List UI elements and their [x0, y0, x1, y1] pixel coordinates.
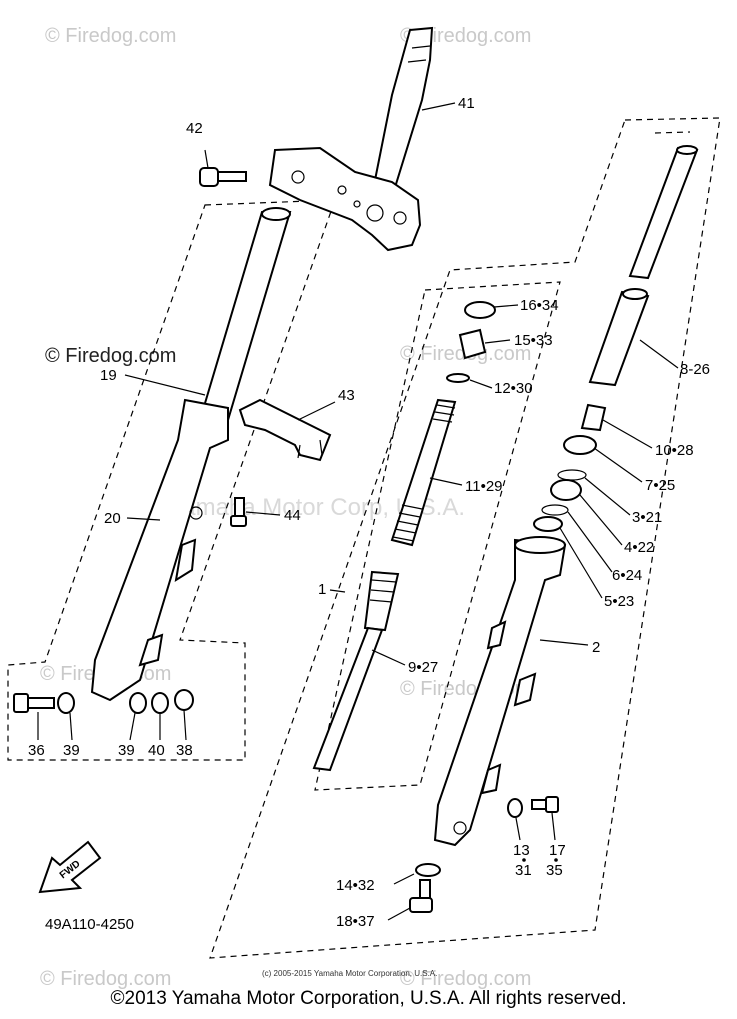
right-fork-boundary: [209, 117, 721, 959]
fork-spring-11-part: [390, 398, 457, 547]
axle-bolt-36-part: [13, 693, 55, 713]
callout-10-28: 10•28: [655, 442, 694, 459]
callout-6-24: 6•24: [612, 567, 642, 584]
fwd-arrow-icon: FWD: [38, 840, 102, 894]
steering-stem-part: [268, 26, 434, 252]
damper-rod-9-part: [312, 570, 400, 772]
callout-13: 13: [513, 842, 530, 859]
watermark-firedog-dark: © Firedog.com: [45, 345, 176, 367]
watermark-firedog: © Firedog.com: [40, 968, 171, 990]
callout-43: 43: [338, 387, 355, 404]
bushing-10-part: [580, 403, 607, 432]
left-outer-tube-part: [90, 398, 229, 702]
callout-31: 31: [515, 862, 532, 879]
watermark-firedog: © Firedog.com: [400, 25, 531, 47]
callout-35: 35: [546, 862, 563, 879]
fork-clamp-43-part: [238, 398, 332, 462]
callout-5-23: 5•23: [604, 593, 634, 610]
washer-39b-part: [129, 692, 147, 714]
callout-40: 40: [148, 742, 165, 759]
bushing-5-part: [533, 516, 563, 532]
callout-20: 20: [104, 510, 121, 527]
bolt-44-part: [230, 497, 247, 527]
washer-40-part: [151, 692, 169, 714]
seal-7-part: [563, 435, 597, 455]
watermark-firedog: © Firedog.com: [45, 25, 176, 47]
washer-14-part: [415, 863, 441, 877]
callout-16-34: 16•34: [520, 297, 559, 314]
callout-39a: 39: [63, 742, 80, 759]
right-inner-tube-8-part: [588, 145, 699, 387]
right-outer-tube-2-part: [433, 536, 567, 847]
bolt-42-part: [199, 167, 247, 187]
callout-17: 17: [549, 842, 566, 859]
upper-tube-boundary: [654, 131, 691, 134]
cap-15-part: [458, 328, 487, 360]
callout-38: 38: [176, 742, 193, 759]
callout-4-22: 4•22: [624, 539, 654, 556]
callout-41: 41: [458, 95, 475, 112]
washer-6-part: [541, 504, 569, 516]
callout-11-29: 11•29: [465, 478, 503, 495]
callout-8-26: 8-26: [680, 361, 710, 378]
clip-3-part: [557, 469, 587, 481]
callout-1: 1: [318, 581, 326, 598]
oring-12-part: [446, 373, 470, 383]
callout-15-33: 15•33: [514, 332, 553, 349]
callout-36: 36: [28, 742, 45, 759]
callout-42: 42: [186, 120, 203, 137]
small-credit: (c) 2005-2015 Yamaha Motor Corporation, …: [262, 969, 437, 978]
callout-3-21: 3•21: [632, 509, 662, 526]
callout-9-27: 9•27: [408, 659, 438, 676]
callout-14-32: 14•32: [336, 877, 375, 894]
washer-13-part: [507, 798, 523, 818]
callout-12-30: 12•30: [494, 380, 533, 397]
cap-bolt-16-part: [464, 301, 496, 319]
damper-boundary: [314, 281, 561, 791]
callout-44: 44: [284, 507, 301, 524]
left-inner-tube-part: [198, 207, 292, 421]
callout-2: 2: [592, 639, 600, 656]
callout-39b: 39: [118, 742, 135, 759]
nut-38-part: [174, 689, 194, 711]
left-fork-boundary: [7, 199, 336, 761]
washer-39-part: [57, 692, 75, 714]
watermark-firedog: © Firedog.com: [400, 968, 531, 990]
callout-19: 19: [100, 367, 117, 384]
diagram-code: 49A110-4250: [45, 916, 134, 933]
callout-7-25: 7•25: [645, 477, 675, 494]
seal-4-part: [550, 479, 582, 501]
drain-bolt-18-part: [409, 879, 433, 913]
callout-18-37: 18•37: [336, 913, 375, 930]
bolt-17-part: [531, 796, 559, 813]
copyright-notice: ©2013 Yamaha Motor Corporation, U.S.A. A…: [110, 988, 627, 1009]
